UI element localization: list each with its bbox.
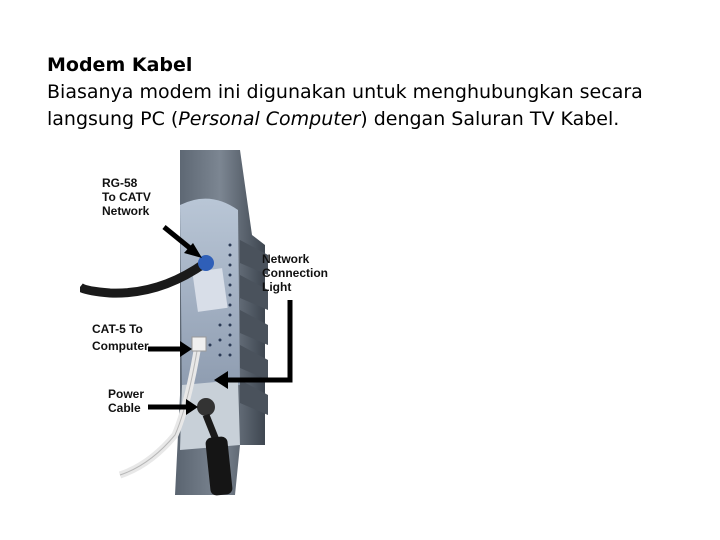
coax-cable [80, 255, 214, 298]
cat5-arrow [148, 341, 192, 357]
label-cat5: CAT-5 To Computer [92, 322, 149, 353]
text-block: Modem Kabel Biasanya modem ini digunakan… [47, 52, 687, 133]
label-cat5-line1: CAT-5 To [92, 322, 143, 336]
label-network-light-line2: Connection [262, 266, 328, 280]
slide-title: Modem Kabel [47, 54, 193, 76]
label-network-light: Network Connection Light [262, 252, 331, 294]
body-line-2-suffix: ) dengan Saluran TV Kabel. [360, 108, 620, 130]
label-rg58-line3: Network [102, 204, 150, 218]
label-network-light-line3: Light [262, 280, 291, 294]
label-rg58: RG-58 To CATV Network [102, 176, 154, 218]
body-line-1: Biasanya modem ini digunakan untuk mengh… [47, 81, 643, 103]
body-line-2: langsung PC (Personal Computer) dengan S… [47, 106, 687, 133]
power-arrow [148, 399, 198, 415]
body-line-2-italic: Personal Computer [178, 108, 361, 130]
label-rg58-line1: RG-58 [102, 176, 138, 190]
label-power-line1: Power [108, 387, 144, 401]
label-network-light-line1: Network [262, 252, 310, 266]
label-cat5-line2: Computer [92, 339, 149, 353]
label-power-line2: Cable [108, 401, 141, 415]
cable-modem-photo: RG-58 To CATV Network Network Connection… [80, 145, 360, 500]
label-rg58-line2: To CATV [102, 190, 151, 204]
body-line-2-prefix: langsung PC ( [47, 108, 179, 130]
label-power: Power Cable [108, 387, 147, 415]
power-cable [197, 398, 233, 496]
ethernet-cable [118, 336, 207, 479]
rg58-arrow [162, 225, 202, 258]
network-light-arrow [214, 300, 293, 389]
